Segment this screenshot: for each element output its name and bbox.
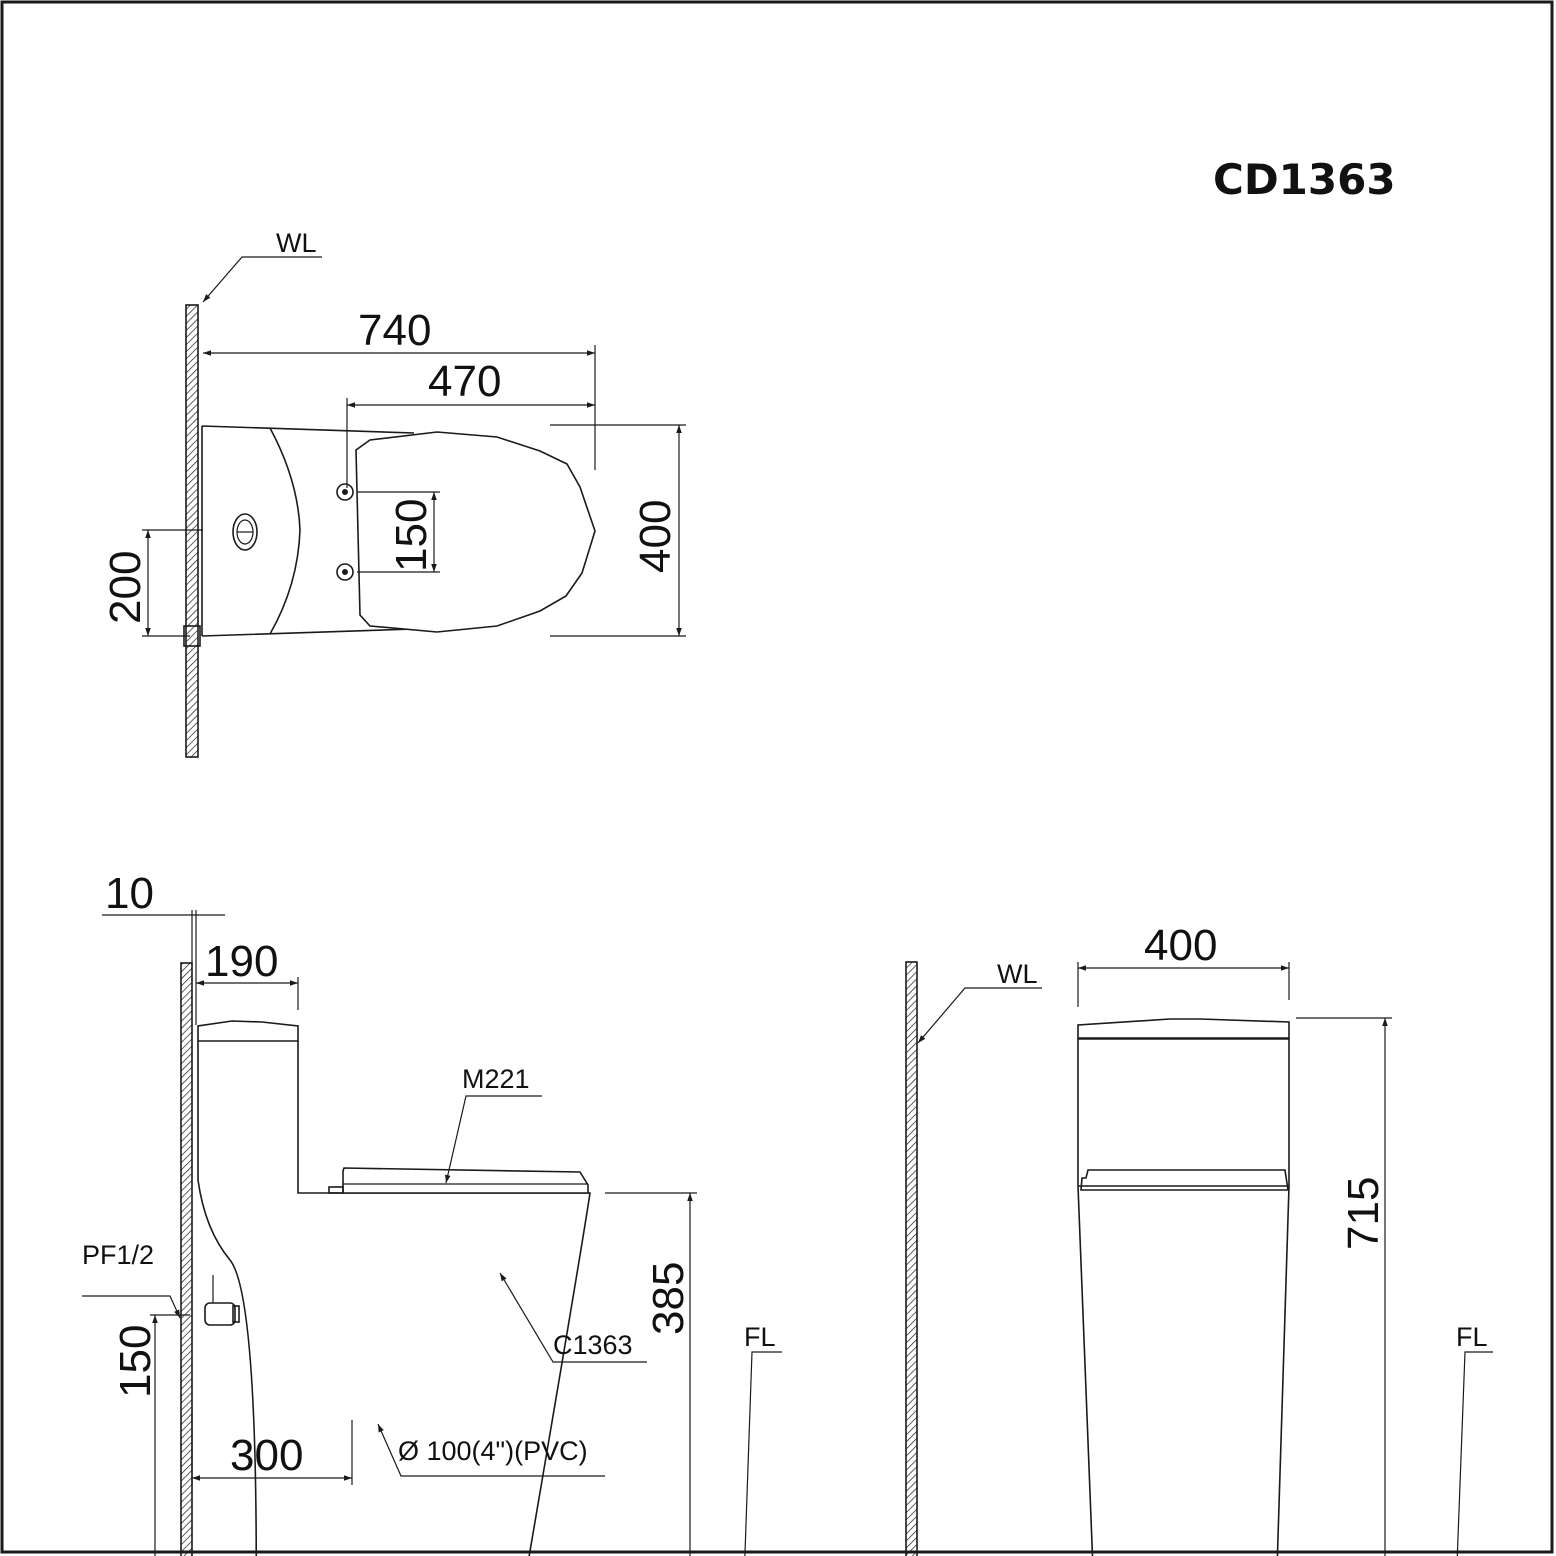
outlet-label: Ø 100(4")(PVC)	[398, 1436, 588, 1466]
fl-leader-side	[744, 1351, 782, 1556]
dim-470: 470	[428, 357, 501, 406]
front-seat	[1080, 1169, 1289, 1191]
hinge-bolt-center	[342, 489, 348, 495]
side-wall	[180, 962, 193, 1556]
wl-label-front: WL	[997, 959, 1038, 989]
wl-leader	[202, 256, 322, 303]
fl-leader-front	[1456, 1351, 1493, 1556]
dim-400-front: 400	[1144, 921, 1217, 970]
front-tank-lid	[1077, 1018, 1290, 1039]
supply-valve-icon	[204, 1302, 236, 1326]
bowl-label: C1363	[553, 1330, 633, 1360]
supply-valve-nut	[232, 1305, 240, 1323]
front-bowl	[1077, 1185, 1290, 1556]
side-body	[197, 1041, 591, 1556]
top-tank-curve	[269, 427, 301, 635]
dim-150-side: 150	[111, 1325, 160, 1398]
dim-300: 300	[230, 1431, 303, 1480]
wl-label-top: WL	[276, 228, 317, 258]
bowl-leader	[499, 1272, 647, 1363]
supply-leader	[82, 1295, 181, 1319]
top-wall	[185, 304, 199, 758]
outlet-leader	[377, 1423, 605, 1477]
dim-715: 715	[1339, 1177, 1388, 1250]
dim-190: 190	[205, 937, 278, 986]
side-tank-lid	[197, 1020, 299, 1042]
floor-label-side: FL	[744, 1322, 776, 1352]
front-view: WL 400 715 FL	[905, 921, 1493, 1556]
seat-leader	[445, 1095, 542, 1184]
side-view: 10 190 M221 C1363 385 FL PF1/2 150 300	[82, 869, 782, 1556]
dim-400-top: 400	[631, 500, 680, 573]
seat-label: M221	[462, 1064, 530, 1094]
top-view: WL 740 470 400 150	[101, 228, 686, 758]
dim-10: 10	[105, 869, 154, 918]
side-seat	[342, 1167, 589, 1194]
front-wall	[905, 961, 918, 1556]
dim-200: 200	[101, 551, 150, 624]
hinge-bolt-center	[342, 569, 348, 575]
dim-385: 385	[644, 1262, 693, 1335]
supply-valve-top	[183, 625, 201, 647]
top-tank-outline	[201, 425, 415, 637]
wl-leader-front	[917, 987, 1042, 1044]
dim-150-top: 150	[387, 499, 436, 572]
flush-button-icon	[232, 513, 258, 551]
dim-740: 740	[358, 306, 431, 355]
supply-label: PF1/2	[82, 1240, 154, 1270]
seat-hinge	[328, 1186, 344, 1194]
floor-label-front: FL	[1456, 1322, 1488, 1352]
front-tank-body	[1077, 1038, 1290, 1186]
model-title: CD1363	[1213, 155, 1396, 204]
top-seat-outline	[355, 431, 596, 633]
